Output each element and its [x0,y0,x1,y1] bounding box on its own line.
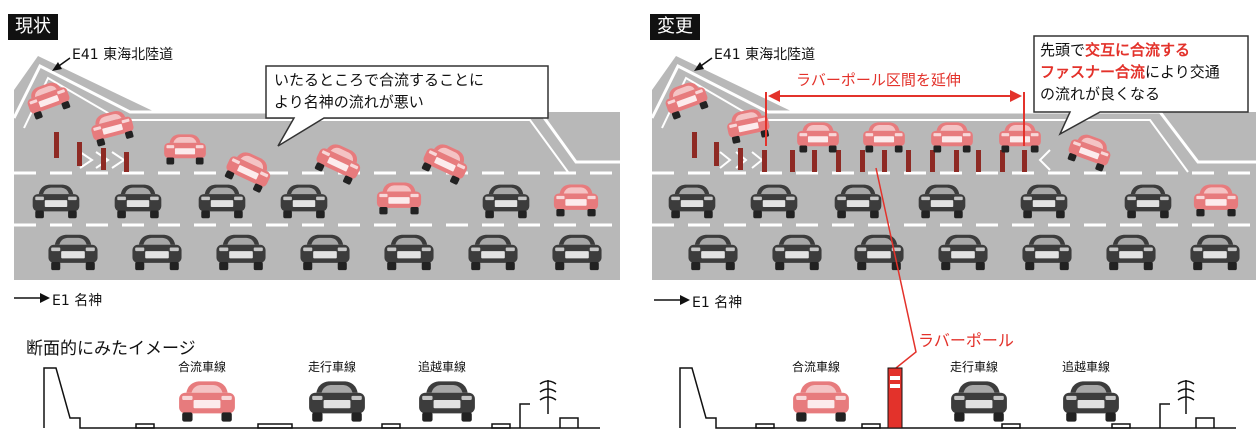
left-lane-label-merge: 合流車線 [178,360,227,374]
left-cross-section [43,367,600,429]
rubber-pole-cross-section [887,367,903,429]
left-panel-label: 現状 [8,14,58,40]
extension-arrow [765,90,1025,146]
right-cross-cars [793,381,1119,422]
pole-leader-line [875,167,917,369]
right-bubble-highlight-2: ファスナー合流 [1040,63,1146,81]
extension-label: ラバーポール区間を延伸 [796,71,961,89]
right-bubble-highlight-1: 交互に合流する [1085,41,1191,59]
right-bubble-line-3: の流れが良くなる [1040,85,1161,103]
left-speech-bubble [265,65,549,147]
right-poles [692,132,1027,172]
right-lane-label-merge: 合流車線 [792,360,841,374]
left-bubble-line-2: より名神の流れが悪い [274,93,424,111]
right-bubble-line-1: 先頭で交互に合流する [1040,40,1190,61]
right-bubble-post-1: により交通 [1145,63,1220,81]
right-lane-label-passing: 追越車線 [1062,360,1111,374]
right-lane-label-travel: 走行車線 [950,360,999,374]
left-merge-road-name: E41 東海北陸道 [72,47,174,63]
right-speech-bubble [1033,35,1249,136]
left-lane-label-travel: 走行車線 [308,360,357,374]
right-main-road-name: E1 名神 [692,295,743,311]
right-merge-road-name: E41 東海北陸道 [714,47,816,63]
cross-section-title: 断面的にみたイメージ [26,339,196,359]
left-poles [54,132,129,172]
right-cross-section [679,367,1236,429]
left-main-road-name: E1 名神 [52,293,103,309]
right-bubble-pre: 先頭で [1040,41,1086,59]
right-panel-label: 変更 [650,14,700,40]
right-bubble-line-2: ファスナー合流により交通 [1040,62,1220,83]
left-lane-label-passing: 追越車線 [418,360,467,374]
left-bubble-line-1: いたるところで合流することに [274,71,485,89]
rubber-pole-label: ラバーポール [918,331,1014,350]
left-cross-cars [179,381,475,422]
